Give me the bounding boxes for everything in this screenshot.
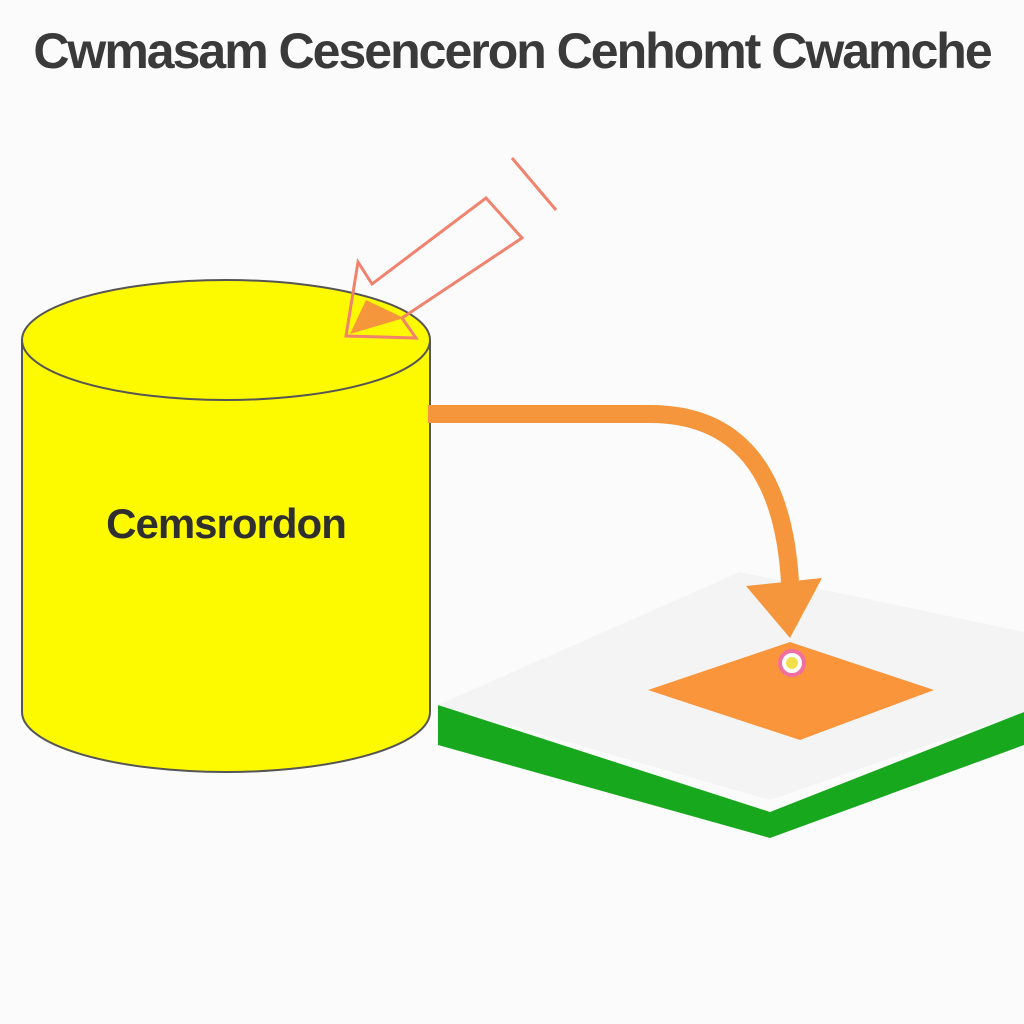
page-title: Cwmasam Cesenceron Cenhomt Cwamche <box>33 23 992 79</box>
cylinder-body <box>21 339 431 773</box>
cylinder-top <box>21 279 431 401</box>
drop-marker <box>778 649 806 677</box>
database-cylinder: Cemsrordon <box>21 279 431 773</box>
marker-core <box>786 657 798 669</box>
target-platform <box>438 572 1024 838</box>
database-label: Cemsrordon <box>106 500 346 547</box>
target-pad <box>648 642 934 740</box>
incoming-arrow-outline <box>344 195 525 340</box>
incoming-arrowhead-fill <box>350 300 404 334</box>
connector-arrowhead <box>746 578 822 638</box>
connector-line <box>428 405 799 583</box>
incoming-arrow <box>344 157 558 340</box>
platform-right-edge <box>770 712 1024 838</box>
platform-left-edge <box>438 705 770 838</box>
incoming-arrow-tail <box>510 157 558 211</box>
connector-arrow <box>428 405 822 638</box>
